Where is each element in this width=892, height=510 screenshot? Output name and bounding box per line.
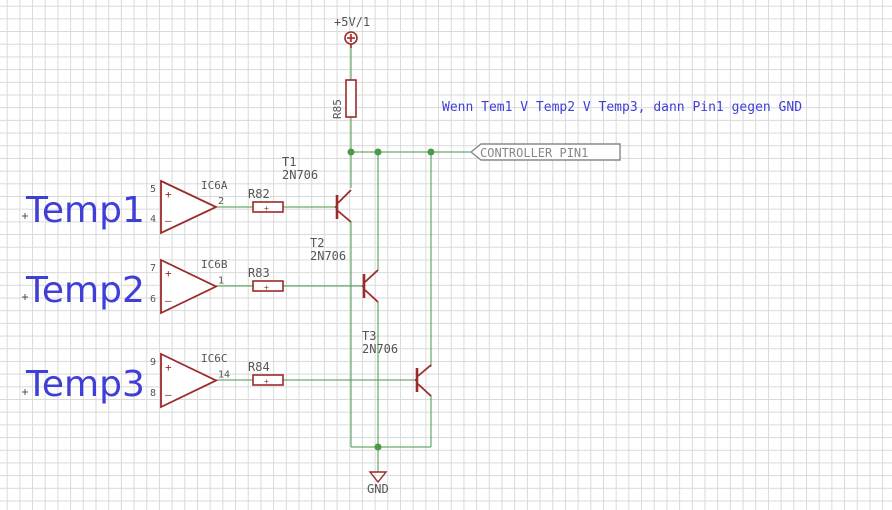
opamp-body: [160, 179, 219, 235]
opamp-minus-sign: –: [165, 294, 172, 307]
resistor-r82[interactable]: [252, 201, 284, 213]
junction: [347, 148, 355, 156]
junction: [427, 148, 435, 156]
transistor-t3[interactable]: [415, 364, 432, 397]
opamp-pin-out: 1: [218, 276, 224, 287]
opamp-pin-minus: 6: [150, 294, 156, 305]
r83-label: R83: [248, 266, 270, 280]
opamp-body: [160, 258, 219, 315]
supply-label: +5V/1: [334, 15, 370, 29]
opamp-name: IC6A: [201, 179, 228, 192]
opamp-name: IC6B: [201, 258, 228, 271]
t3-emitter: [417, 383, 432, 397]
t1-name: T1: [282, 155, 296, 169]
t3-name: T3: [362, 329, 376, 343]
t2-collector: [364, 269, 379, 283]
r83-body: [252, 280, 284, 292]
input-label-temp2: Temp2: [25, 270, 145, 311]
opamp-pin-out: 2: [218, 196, 224, 207]
opamp-pin-plus: 5: [150, 184, 156, 195]
opamp-name: IC6C: [201, 352, 228, 365]
t1-value: 2N706: [282, 168, 318, 182]
supply-symbol[interactable]: [344, 31, 358, 48]
label-origin-marks: [22, 213, 28, 395]
r82-mark: +: [264, 204, 269, 213]
port-outline: [469, 143, 621, 161]
opamp-minus-sign: –: [165, 214, 172, 227]
opamp-plus-sign: +: [165, 361, 172, 374]
opamp-ic6a[interactable]: + – 5 4 2 IC6A: [150, 179, 228, 235]
resistor-r83[interactable]: [252, 280, 284, 292]
opamp-ic6c[interactable]: + – 9 8 14 IC6C: [150, 352, 230, 409]
r84-mark: +: [264, 377, 269, 386]
wires: [215, 46, 471, 472]
opamp-pin-out: 14: [218, 370, 230, 381]
ground-label: GND: [367, 482, 389, 496]
opamp-minus-sign: –: [165, 388, 172, 401]
t3-collector: [417, 364, 432, 377]
opamp-pin-minus: 8: [150, 388, 156, 399]
transistor-t2[interactable]: [362, 269, 379, 303]
opamp-pin-minus: 4: [150, 214, 156, 225]
junction: [374, 443, 382, 451]
r84-body: [252, 374, 284, 386]
resistor-r84[interactable]: [252, 374, 284, 386]
junction: [374, 148, 382, 156]
t2-value: 2N706: [310, 249, 346, 263]
t2-name: T2: [310, 236, 324, 250]
t2-emitter: [364, 289, 379, 303]
r82-label: R82: [248, 187, 270, 201]
t1-emitter: [337, 210, 352, 223]
opamp-ic6b[interactable]: + – 7 6 1 IC6B: [150, 258, 228, 315]
junctions: [347, 148, 435, 451]
opamp-plus-sign: +: [165, 188, 172, 201]
r83-mark: +: [264, 283, 269, 292]
opamp-body: [160, 352, 219, 409]
opamp-pin-plus: 7: [150, 263, 156, 274]
ground-triangle: [368, 471, 388, 484]
opamp-plus-sign: +: [165, 267, 172, 280]
opamp-pin-plus: 9: [150, 357, 156, 368]
input-label-temp1: Temp1: [25, 190, 145, 231]
resistor-r85[interactable]: [345, 79, 357, 118]
r85-label: R85: [331, 99, 344, 119]
port-label: CONTROLLER_PIN1: [480, 146, 588, 160]
r82-body: [252, 201, 284, 213]
controller-pin-port[interactable]: [469, 143, 621, 161]
input-label-temp3: Temp3: [25, 364, 145, 405]
r84-label: R84: [248, 360, 270, 374]
transistor-t1[interactable]: [335, 189, 352, 223]
t1-collector: [337, 189, 352, 204]
r85-body: [345, 79, 357, 118]
note-text: Wenn Tem1 V Temp2 V Temp3, dann Pin1 geg…: [442, 100, 802, 115]
ground-symbol[interactable]: [368, 471, 388, 484]
t3-value: 2N706: [362, 342, 398, 356]
